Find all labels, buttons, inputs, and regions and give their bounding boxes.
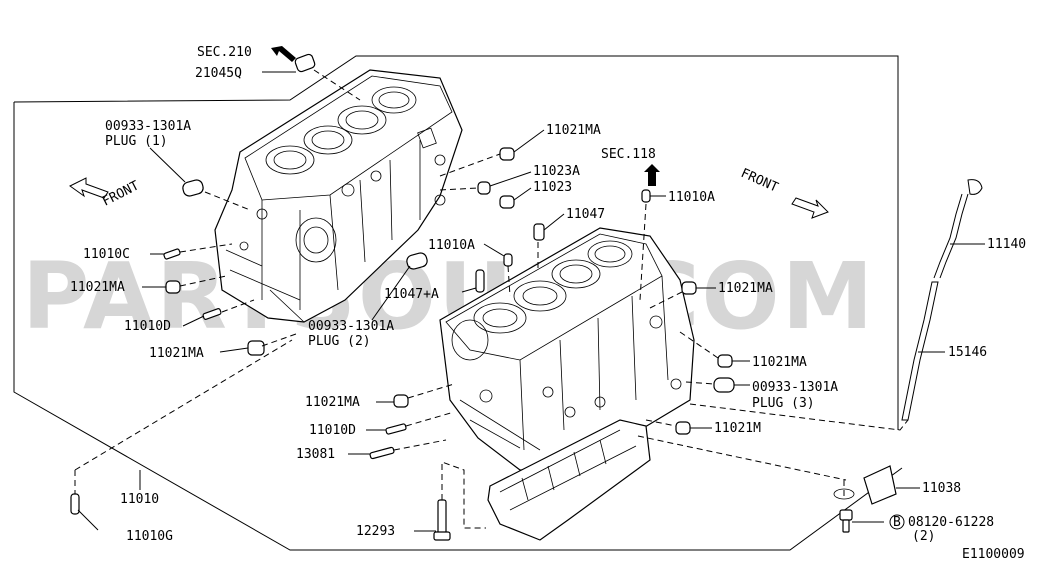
callout-11047a[interactable]: 11047+A	[384, 287, 439, 302]
figure-code: E1100009	[962, 547, 1025, 562]
callout-11021ma-left3[interactable]: 11021MA	[305, 395, 360, 410]
callout-11010d-lower[interactable]: 11010D	[309, 423, 356, 438]
callout-11010d-upper[interactable]: 11010D	[124, 319, 171, 334]
sec118-arrow-icon	[644, 164, 660, 186]
callout-11140[interactable]: 11140	[987, 237, 1026, 252]
callout-11010c[interactable]: 11010C	[83, 247, 130, 262]
callout-08120-61228[interactable]: 08120-61228	[908, 515, 994, 530]
front-arrow-left-icon	[69, 177, 109, 199]
front-marker-right: FRONT	[738, 166, 780, 196]
oil-level-gauge	[901, 179, 983, 421]
callout-12293[interactable]: 12293	[356, 524, 395, 539]
callout-11047[interactable]: 11047	[566, 207, 605, 222]
callout-00933-plug3[interactable]: 00933-1301A	[752, 380, 838, 395]
callout-plug2-sub: PLUG (2)	[308, 334, 371, 349]
callout-11023[interactable]: 11023	[533, 180, 572, 195]
callout-08120-qty: (2)	[912, 529, 935, 544]
sec210-arrow-icon	[271, 46, 296, 62]
callout-13081[interactable]: 13081	[296, 447, 335, 462]
leader-lines	[74, 69, 985, 532]
callout-21045q[interactable]: 21045Q	[195, 66, 242, 81]
svg-text:B: B	[893, 515, 901, 530]
bolt-badge-b: B	[889, 514, 905, 530]
callout-11021ma-left1[interactable]: 11021MA	[70, 280, 125, 295]
callout-00933-plug2[interactable]: 00933-1301A	[308, 319, 394, 334]
front-marker-left: FRONT	[100, 178, 142, 209]
callout-11021m[interactable]: 11021M	[714, 421, 761, 436]
oil-pan-bedplate	[487, 419, 651, 541]
callout-11010a[interactable]: 11010A	[428, 238, 475, 253]
cylinder-block-upper	[214, 69, 463, 323]
assembly-frame	[13, 55, 903, 551]
callout-plug3-sub: PLUG (3)	[752, 396, 815, 411]
callout-11021ma-left2[interactable]: 11021MA	[149, 346, 204, 361]
callout-11021ma-right1[interactable]: 11021MA	[718, 281, 773, 296]
front-arrow-right-icon	[791, 197, 829, 219]
callout-15146[interactable]: 15146	[948, 345, 987, 360]
callout-11021ma-right2[interactable]: 11021MA	[752, 355, 807, 370]
sec210-ref[interactable]: SEC.210	[197, 45, 252, 60]
callout-11023a[interactable]: 11023A	[533, 164, 580, 179]
callout-00933-plug1[interactable]: 00933-1301A	[105, 119, 191, 134]
callout-11010[interactable]: 11010	[120, 492, 159, 507]
callout-11010a-top[interactable]: 11010A	[668, 190, 715, 205]
callout-11021ma-top[interactable]: 11021MA	[546, 123, 601, 138]
callout-11010g[interactable]: 11010G	[126, 529, 173, 544]
callout-plug1-sub: PLUG (1)	[105, 134, 168, 149]
small-parts	[70, 53, 897, 541]
cylinder-block-lower	[439, 227, 695, 471]
sec118-ref[interactable]: SEC.118	[601, 147, 656, 162]
callout-11038[interactable]: 11038	[922, 481, 961, 496]
